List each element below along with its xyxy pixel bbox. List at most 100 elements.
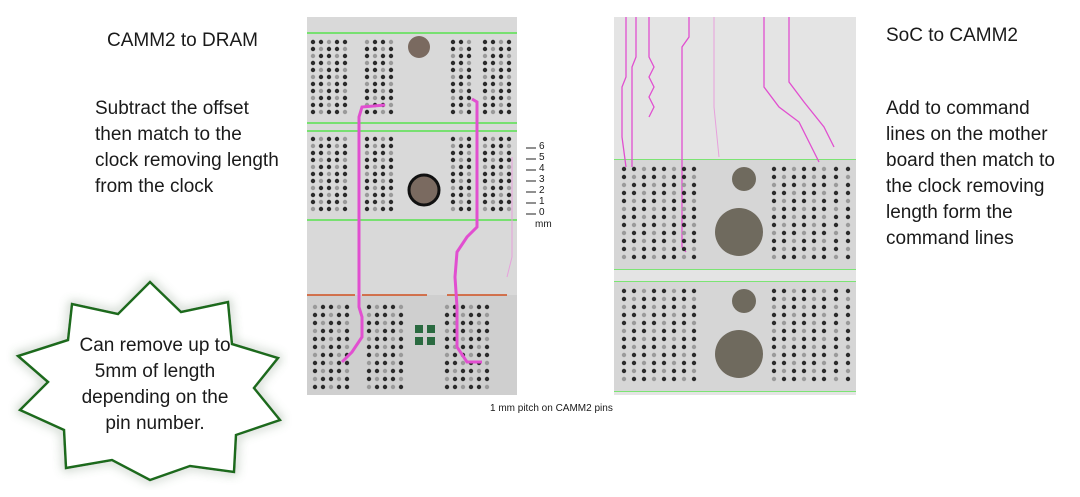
pin-dot xyxy=(681,312,687,318)
pin-dot xyxy=(450,206,456,212)
pin-dot xyxy=(506,178,512,184)
pin-dot xyxy=(681,254,687,260)
pin-dot xyxy=(390,328,396,334)
left-panel-description: Subtract the offset then match to the cl… xyxy=(95,96,279,200)
pin-dot xyxy=(372,74,378,80)
pin-dot xyxy=(466,164,472,170)
pin-dot xyxy=(450,178,456,184)
pin-dot xyxy=(466,178,472,184)
pin-dot xyxy=(450,46,456,52)
pin-dot xyxy=(390,344,396,350)
pin-dot xyxy=(452,368,458,374)
pin-dot xyxy=(621,182,627,188)
pin-dot xyxy=(468,352,474,358)
pin-dot xyxy=(342,171,348,177)
pin-dot xyxy=(458,178,464,184)
pin-dot xyxy=(374,360,380,366)
pin-dot xyxy=(651,214,657,220)
pin-dot xyxy=(320,368,326,374)
pin-dot xyxy=(771,238,777,244)
pin-dot xyxy=(651,222,657,228)
pin-dot xyxy=(466,206,472,212)
pin-dot xyxy=(781,182,787,188)
pin-dot xyxy=(342,150,348,156)
pin-dot xyxy=(466,185,472,191)
pin-dot xyxy=(651,190,657,196)
pin-dot xyxy=(458,102,464,108)
pin-dot xyxy=(771,166,777,172)
pin-dot xyxy=(380,95,386,101)
pin-dot xyxy=(691,246,697,252)
callout-starburst xyxy=(15,280,283,482)
pin-dot xyxy=(641,254,647,260)
pin-dot xyxy=(845,336,851,342)
pin-dot xyxy=(466,60,472,66)
pin-dot xyxy=(681,166,687,172)
pin-dot xyxy=(498,39,504,45)
pin-dot xyxy=(312,304,318,310)
pin-dot xyxy=(320,328,326,334)
pin-dot xyxy=(490,95,496,101)
pin-dot xyxy=(318,199,324,205)
pin-dot xyxy=(318,46,324,52)
pin-dot xyxy=(821,376,827,382)
pin-dot xyxy=(651,238,657,244)
pin-dot xyxy=(691,344,697,350)
pin-dot xyxy=(444,344,450,350)
pin-dot xyxy=(326,39,332,45)
pin-dot xyxy=(318,53,324,59)
pin-dot xyxy=(641,312,647,318)
pin-dot xyxy=(374,344,380,350)
pin-dot xyxy=(388,164,394,170)
pin-dot xyxy=(781,352,787,358)
pin-dot xyxy=(372,185,378,191)
pin-dot xyxy=(506,53,512,59)
pin-dot xyxy=(641,222,647,228)
pin-dot xyxy=(781,246,787,252)
pin-dot xyxy=(801,182,807,188)
pin-dot xyxy=(490,150,496,156)
pin-dot xyxy=(641,166,647,172)
pin-dot xyxy=(811,344,817,350)
pin-dot xyxy=(380,192,386,198)
pin-dot xyxy=(374,384,380,390)
pin-dot xyxy=(372,88,378,94)
pin-dot xyxy=(811,376,817,382)
pin-dot xyxy=(334,81,340,87)
pin-dot xyxy=(326,150,332,156)
pin-dot xyxy=(312,336,318,342)
pin-dot xyxy=(801,296,807,302)
pin-dot xyxy=(771,296,777,302)
pin-dot xyxy=(671,288,677,294)
pin-dot xyxy=(466,74,472,80)
pin-dot xyxy=(466,95,472,101)
pin-dot xyxy=(771,336,777,342)
pin-dot xyxy=(388,199,394,205)
pin-dot xyxy=(398,336,404,342)
pin-dot xyxy=(388,95,394,101)
pin-dot xyxy=(631,304,637,310)
pin-dot xyxy=(484,328,490,334)
pin-dot xyxy=(344,320,350,326)
pin-dot xyxy=(388,109,394,115)
pin-dot xyxy=(450,157,456,163)
pin-dot xyxy=(631,230,637,236)
pin-dot xyxy=(450,67,456,73)
pin-dot xyxy=(482,206,488,212)
pin-dot xyxy=(691,230,697,236)
pin-dot xyxy=(398,328,404,334)
pin-dot xyxy=(388,74,394,80)
pin-dot xyxy=(342,88,348,94)
pin-dot xyxy=(372,95,378,101)
pin-dot xyxy=(833,328,839,334)
pin-dot xyxy=(661,312,667,318)
pin-dot xyxy=(661,222,667,228)
pin-dot xyxy=(801,360,807,366)
pin-dot xyxy=(310,74,316,80)
pin-dot xyxy=(490,185,496,191)
pin-dot xyxy=(482,171,488,177)
pin-dot xyxy=(482,150,488,156)
pin-dot xyxy=(326,102,332,108)
pin-dot xyxy=(661,174,667,180)
pin-dot xyxy=(681,376,687,382)
